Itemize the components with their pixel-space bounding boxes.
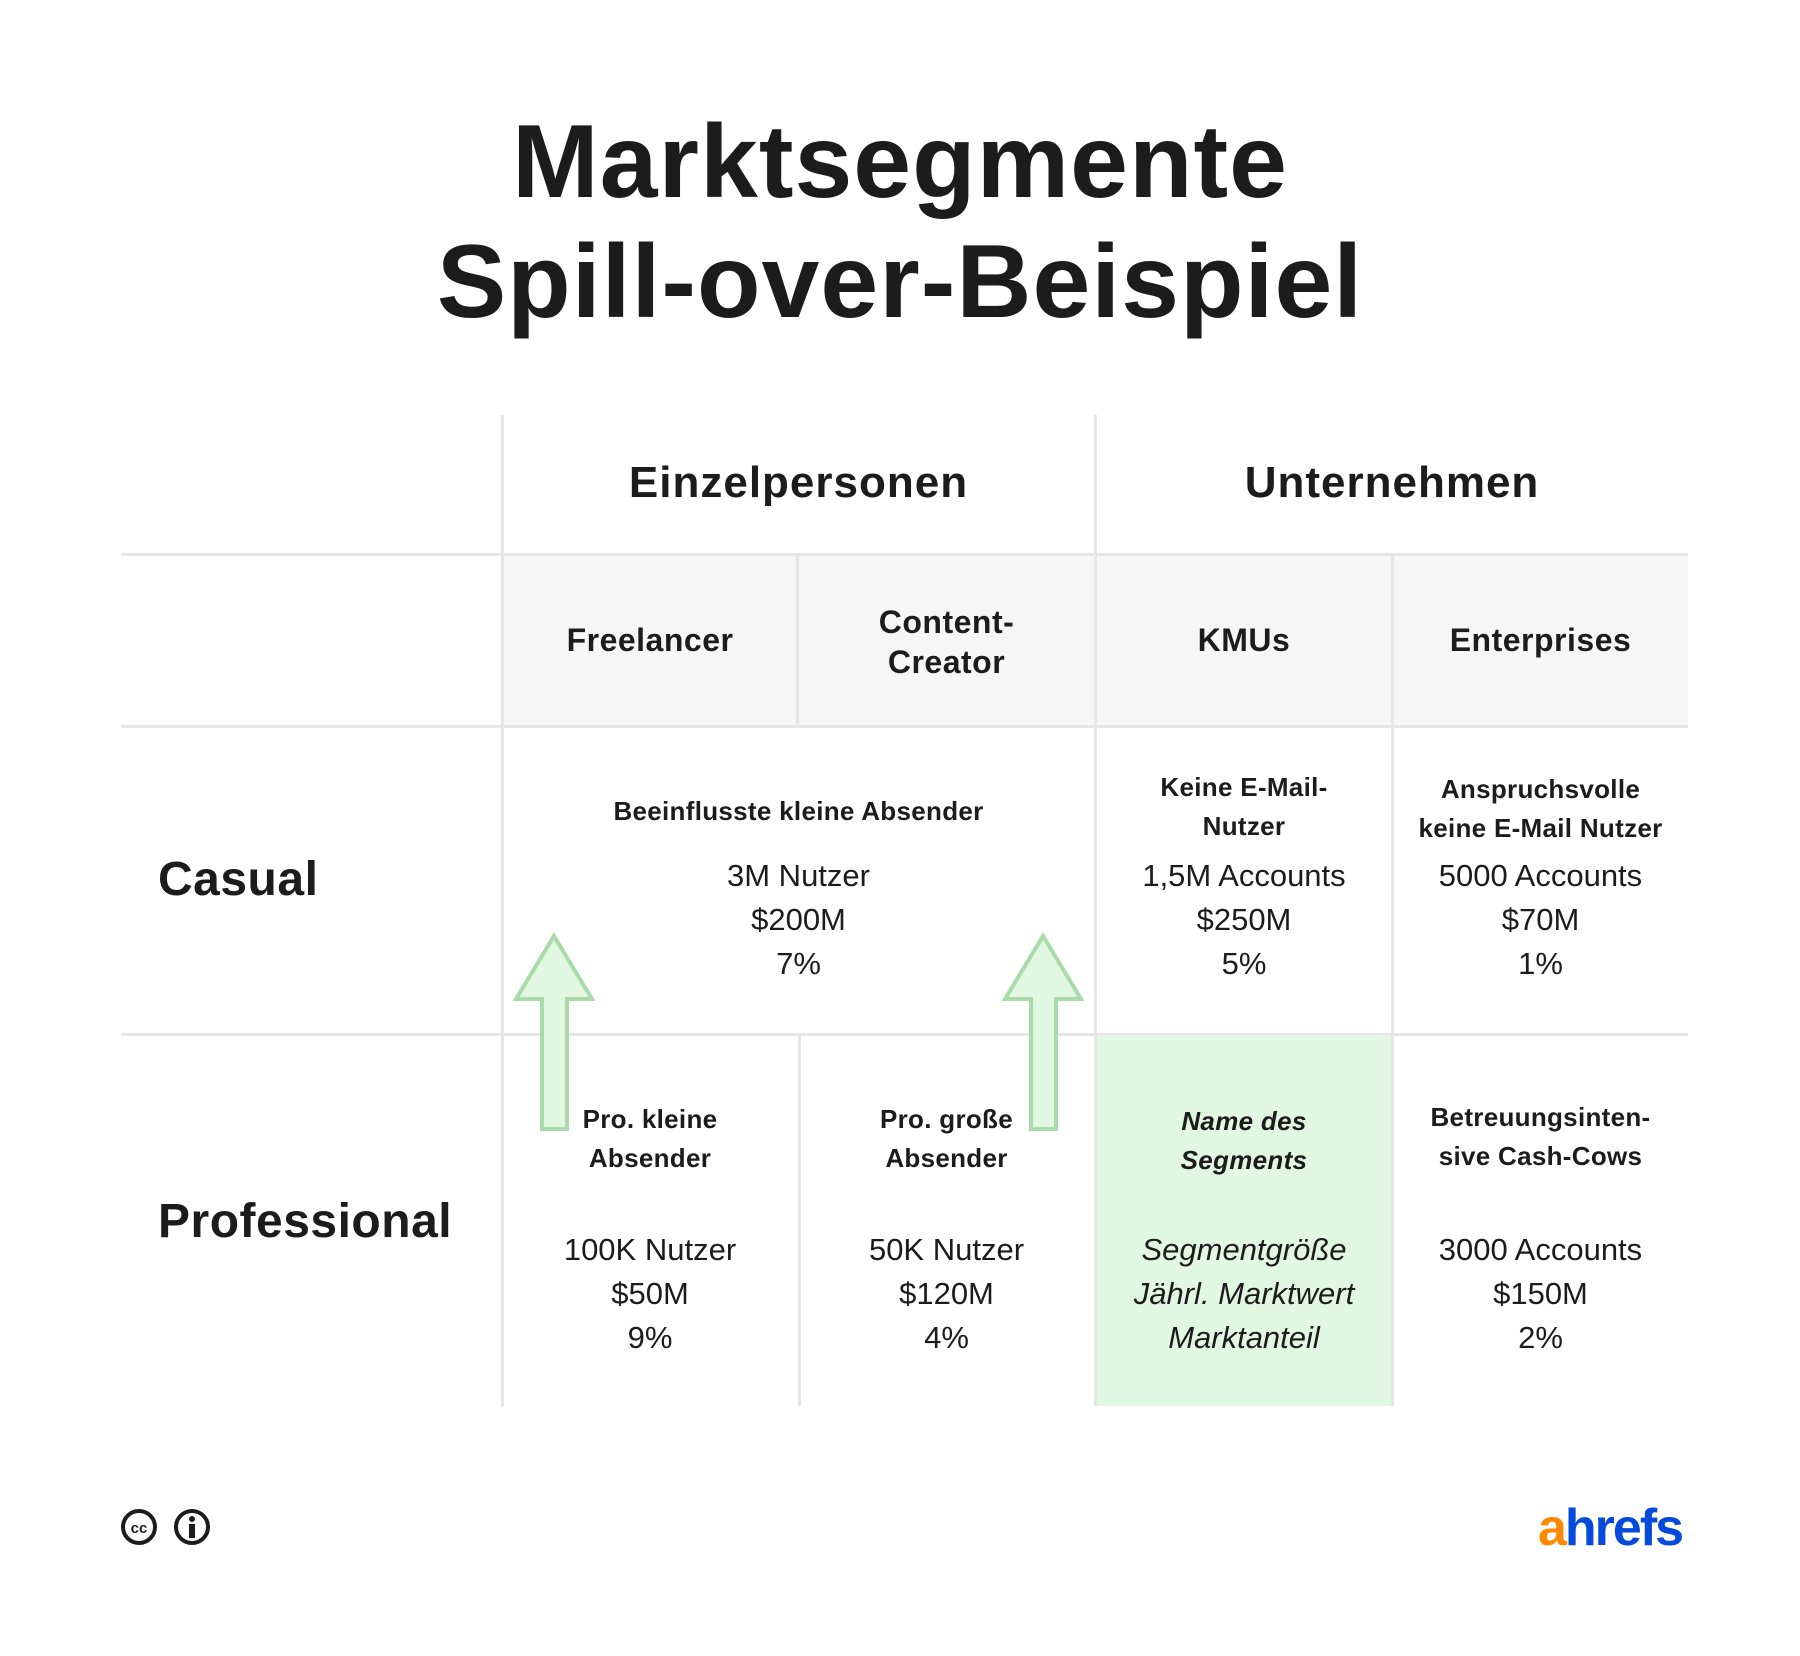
casual-kmus-cell: Keine E-Mail- Nutzer 1,5M Accounts $250M… xyxy=(1096,768,1392,986)
segment-size: Segmentgröße xyxy=(1141,1232,1347,1267)
divider xyxy=(796,556,799,726)
segment-name: Pro. große Absender xyxy=(879,1104,1013,1173)
segment-share: 5% xyxy=(1221,946,1267,981)
segment-size: 5000 Accounts xyxy=(1438,858,1643,893)
segment-size: 100K Nutzer xyxy=(563,1232,737,1267)
segment-freelancer: Freelancer xyxy=(566,622,734,658)
segment-name: Name des Segments xyxy=(1180,1106,1308,1175)
svg-text:cc: cc xyxy=(131,1520,148,1537)
segment-value: $50M xyxy=(611,1276,689,1311)
cc-license-icons: cc xyxy=(121,1509,210,1545)
divider xyxy=(121,1033,1688,1036)
cc-icon: cc xyxy=(121,1509,157,1545)
pro-freelancer-cell: Pro. kleine Absender 100K Nutzer $50M 9% xyxy=(502,1100,798,1360)
row-label-casual: Casual xyxy=(158,853,319,906)
divider xyxy=(121,553,1688,556)
segment-size: 50K Nutzer xyxy=(868,1232,1025,1267)
segment-share: 4% xyxy=(924,1320,969,1355)
divider xyxy=(121,725,1688,728)
pro-kmus-legend-cell: Name des Segments Segmentgröße Jährl. Ma… xyxy=(1096,1102,1392,1360)
segment-size: 3M Nutzer xyxy=(727,858,870,893)
segment-value: $250M xyxy=(1196,902,1292,937)
segment-size: 1,5M Accounts xyxy=(1142,858,1346,893)
segment-size: 3000 Accounts xyxy=(1438,1232,1643,1267)
segment-value: $200M xyxy=(751,902,846,937)
ahrefs-logo: ahrefs xyxy=(1538,1499,1684,1557)
segment-value: $70M xyxy=(1501,902,1580,937)
divider xyxy=(798,1036,801,1406)
pro-enterprises-cell: Betreuungsinten- sive Cash-Cows 3000 Acc… xyxy=(1393,1098,1688,1360)
segment-share: 9% xyxy=(627,1320,673,1355)
segment-value: $120M xyxy=(899,1276,994,1311)
highlight-cell-bg xyxy=(1096,1036,1392,1406)
casual-enterprises-cell: Anspruchsvolle keine E-Mail Nutzer 5000 … xyxy=(1393,770,1688,986)
group-unternehmen: Unternehmen xyxy=(1244,458,1540,507)
title-line-2: Spill-over-Beispiel xyxy=(436,224,1364,340)
segment-content-creator: Content- Creator xyxy=(878,604,1015,680)
segment-name: Pro. kleine Absender xyxy=(582,1104,718,1173)
segment-name: Betreuungsinten- sive Cash-Cows xyxy=(1430,1102,1651,1171)
segment-share: 7% xyxy=(776,946,821,981)
row-label-professional: Professional xyxy=(158,1195,453,1248)
segment-name: Beeinflusste kleine Absender xyxy=(613,796,984,826)
title-line-1: Marktsegmente xyxy=(512,104,1288,220)
segment-value: Jährl. Marktwert xyxy=(1133,1276,1355,1311)
pro-content-creator-cell: Pro. große Absender 50K Nutzer $120M 4% xyxy=(798,1100,1095,1360)
casual-individuals-cell: Beeinflusste kleine Absender 3M Nutzer $… xyxy=(502,792,1095,986)
segment-name: Keine E-Mail- Nutzer xyxy=(1160,772,1328,841)
group-einzelpersonen: Einzelpersonen xyxy=(628,458,969,507)
segment-share: Marktanteil xyxy=(1168,1320,1320,1355)
segment-share: 2% xyxy=(1518,1320,1563,1355)
up-arrow-icon xyxy=(512,932,596,1131)
segment-enterprises: Enterprises xyxy=(1449,622,1632,658)
divider xyxy=(1094,415,1097,1406)
divider xyxy=(1391,556,1394,1406)
segment-name: Anspruchsvolle keine E-Mail Nutzer xyxy=(1418,774,1663,843)
segment-share: 1% xyxy=(1518,946,1563,981)
up-arrow-icon xyxy=(1001,932,1085,1131)
segment-kmus: KMUs xyxy=(1197,622,1291,658)
segment-value: $150M xyxy=(1493,1276,1588,1311)
by-icon xyxy=(174,1509,210,1545)
divider xyxy=(501,415,504,1406)
